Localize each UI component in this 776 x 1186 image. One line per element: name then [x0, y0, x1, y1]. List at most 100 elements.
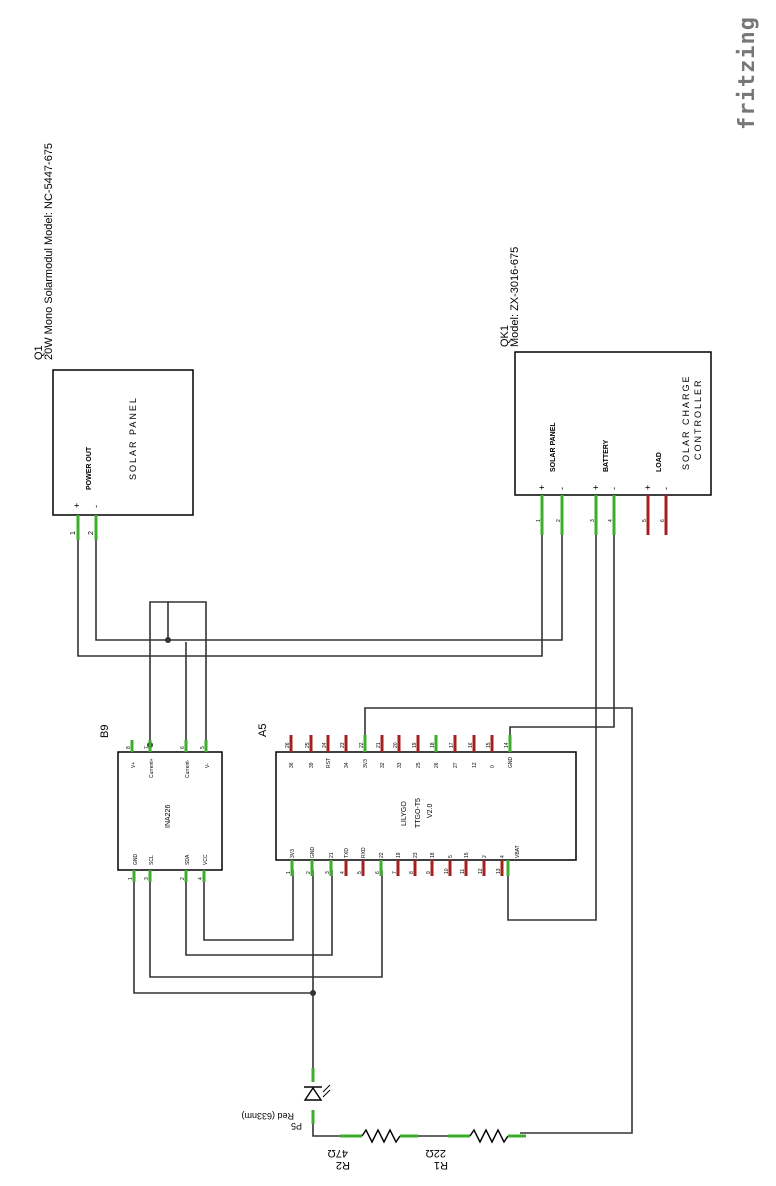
qk1-pin-label: 5: [642, 519, 648, 522]
r1-value: 22Ω: [426, 1147, 446, 1159]
b9-bottom-label: SCL: [149, 855, 155, 865]
charge-controller-qk1: QK1 Model: ZX-3016-675 SOLAR CHARGE CONT…: [499, 247, 712, 535]
a5-top-pins: 36263925RST2434233V322322133202519261827…: [285, 735, 514, 768]
lilygo-a5: A5 LILYGO TTGO-T5 V2.0 36263925RST243423…: [257, 724, 577, 876]
ina226-body[interactable]: [117, 751, 223, 871]
a5-bottom-label: GND: [310, 847, 316, 859]
qk1-title-1: SOLAR CHARGE: [681, 374, 691, 470]
q1-minus: -: [91, 505, 101, 508]
wire-vcc: [203, 870, 294, 941]
a5-top-pin-number: 17: [449, 742, 455, 748]
led-p5: P5 Red (633nm): [241, 1068, 331, 1131]
qk1-minus-2: -: [609, 487, 619, 490]
wire-scl: [149, 870, 383, 978]
b9-top-label: V+: [131, 762, 137, 768]
a5-top-pin-number: 21: [376, 742, 382, 748]
a5-bottom-label: 18: [430, 852, 436, 858]
qk1-title-2: CONTROLLER: [693, 378, 703, 460]
a5-top-label: 26: [434, 762, 440, 768]
qk1-ref: QK1: [499, 325, 511, 347]
a5-top-label: 25: [416, 762, 422, 768]
wire-junction-to-controller: [168, 533, 563, 641]
a5-bottom-pin-number: 7: [392, 871, 398, 874]
a5-top-label: 0: [490, 765, 496, 768]
qk1-pin-label: 3: [590, 519, 596, 522]
b9-bottom-pin: 2: [180, 877, 186, 880]
wire-sda: [185, 870, 333, 956]
a5-top-label: 36: [289, 762, 295, 768]
a5-top-label: 3V3: [363, 759, 369, 768]
qk1-model: Model: ZX-3016-675: [509, 247, 521, 347]
led-arrow: [322, 1089, 331, 1098]
b9-top-label: V-: [205, 763, 211, 768]
a5-ref: A5: [257, 724, 269, 737]
a5-top-pin-number: 25: [305, 742, 311, 748]
wires: [77, 533, 633, 1137]
a5-bottom-pin-number: 8: [409, 871, 415, 874]
solar-panel-body[interactable]: [52, 369, 194, 516]
a5-line1: LILYGO: [401, 801, 408, 826]
brand-logo: fritzing: [735, 16, 760, 130]
a5-top-label: 12: [472, 762, 478, 768]
a5-bottom-label: 21: [329, 852, 335, 858]
a5-bottom-pin-number: 12: [478, 868, 484, 874]
a5-bottom-label: 19: [396, 852, 402, 858]
q1-model: 20W Mono Solarmodul Model: NC-5447-675: [43, 143, 55, 360]
a5-top-pin-number: 15: [486, 742, 492, 748]
a5-bottom-label: VBAT: [515, 845, 521, 858]
a5-bottom-label: TXD: [344, 848, 350, 858]
b9-top-pin: 7: [144, 746, 150, 749]
junction-dot: [310, 990, 316, 996]
a5-bottom-label: 3V3: [290, 849, 296, 858]
r2-value: 47Ω: [328, 1147, 348, 1159]
a5-bottom-pin-number: 2: [306, 871, 312, 874]
p5-ref: P5: [291, 1121, 302, 1131]
b9-chip: INA226: [165, 805, 172, 828]
a5-bottom-pin-number: 3: [325, 871, 331, 874]
b9-bottom-pin: 1: [128, 877, 134, 880]
a5-top-label: GND: [508, 757, 514, 769]
qk1-port-load: LOAD: [656, 452, 663, 472]
b9-top-pin: 8: [126, 746, 132, 749]
ina226-b9: B9 INA226 V+ Current+ Current- V- 8 7 6 …: [99, 725, 223, 882]
resistor-r1: R1 22Ω: [426, 1128, 526, 1171]
wire-solar-minus: [95, 535, 168, 641]
a5-bottom-label: 22: [379, 852, 385, 858]
a5-bottom-label: 5: [448, 855, 454, 858]
q1-port: POWER OUT: [86, 446, 93, 490]
resistor-r2: R2 47Ω: [328, 1128, 418, 1171]
a5-top-pin-number: 16: [468, 742, 474, 748]
a5-top-pin-number: 19: [412, 742, 418, 748]
led-diode-icon[interactable]: [303, 1086, 323, 1101]
a5-bottom-label: 4: [500, 855, 506, 858]
qk1-pin-label: 6: [660, 519, 666, 522]
q1-ref: Q1: [33, 345, 45, 360]
b9-bottom-label: GND: [133, 854, 139, 866]
r2-zigzag-icon[interactable]: [361, 1128, 401, 1144]
wire-vminus: [168, 601, 207, 745]
a5-top-pin-number: 26: [285, 742, 291, 748]
p5-desc: Red (633nm): [241, 1111, 294, 1121]
b9-bottom-pin: 4: [198, 877, 204, 880]
a5-bottom-pin-number: 5: [357, 871, 363, 874]
qk1-minus-3: -: [661, 487, 671, 490]
b9-ref: B9: [99, 725, 111, 738]
a5-bottom-pin-number: 9: [426, 871, 432, 874]
qk1-plus-3: +: [643, 485, 653, 490]
qk1-port-solar: SOLAR PANEL: [550, 422, 557, 472]
a5-top-pin-number: 20: [393, 742, 399, 748]
a5-bottom-label: 23: [413, 852, 419, 858]
qk1-port-battery: BATTERY: [603, 439, 610, 472]
a5-bottom-pin-number: 11: [460, 869, 466, 874]
a5-top-pin-number: 22: [359, 742, 365, 748]
r1-zigzag-icon[interactable]: [469, 1128, 509, 1144]
b9-top-pin: 6: [180, 746, 186, 749]
a5-top-label: 33: [397, 762, 403, 768]
b9-bottom-label: SDA: [185, 854, 191, 865]
wire-current-plus: [149, 601, 169, 745]
a5-top-label: 39: [309, 762, 315, 768]
lilygo-body[interactable]: [275, 751, 577, 861]
a5-bottom-label: RXD: [361, 847, 367, 858]
a5-line2: TTGO-T5: [415, 798, 422, 828]
b9-top-label: Current-: [185, 759, 191, 778]
